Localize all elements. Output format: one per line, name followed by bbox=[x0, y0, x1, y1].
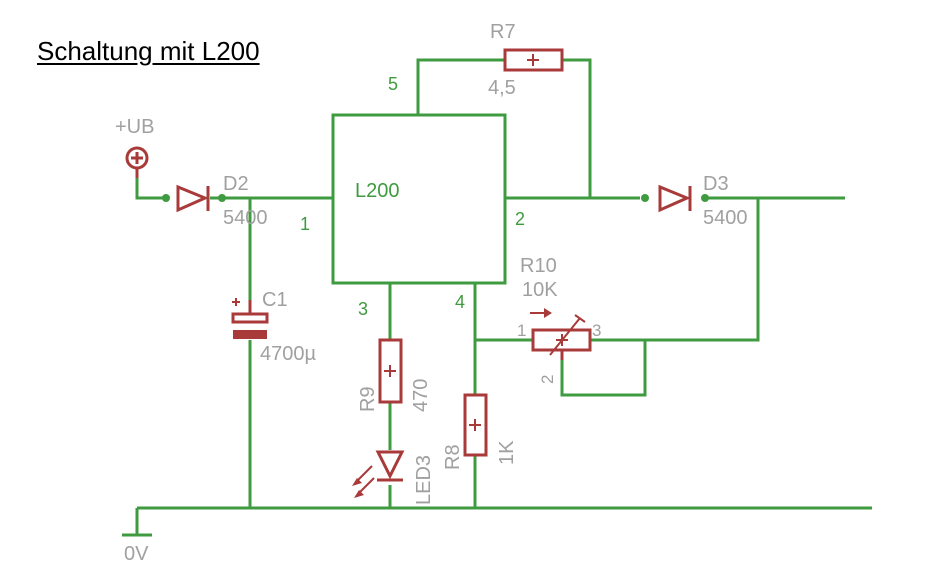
ic-name: L200 bbox=[355, 180, 400, 202]
ic-pin-2: 2 bbox=[515, 209, 525, 229]
potentiometer-r10: R10 10K 1 2 3 bbox=[517, 255, 601, 384]
resistor-r7: R7 4,5 bbox=[488, 21, 564, 99]
led-led3: LED3 bbox=[352, 450, 435, 505]
c1-name: C1 bbox=[262, 289, 288, 311]
ic-pin-4: 4 bbox=[455, 292, 465, 312]
resistor-r9: R9 470 bbox=[357, 338, 432, 412]
r10-pin-1: 1 bbox=[517, 321, 526, 340]
r9-value: 470 bbox=[410, 379, 432, 412]
led3-name: LED3 bbox=[413, 455, 435, 505]
wires bbox=[122, 58, 872, 537]
ic-pin-3: 3 bbox=[358, 299, 368, 319]
r8-value: 1K bbox=[496, 440, 518, 465]
d2-value: 5400 bbox=[223, 207, 268, 229]
r8-name: R8 bbox=[442, 444, 464, 470]
ic-pin-1: 1 bbox=[300, 214, 310, 234]
c1-value: 4700µ bbox=[260, 343, 316, 365]
r9-name: R9 bbox=[357, 386, 379, 412]
ground-0v: 0V bbox=[124, 543, 149, 565]
d3-name: D3 bbox=[703, 173, 729, 195]
r10-value: 10K bbox=[522, 279, 558, 301]
r7-name: R7 bbox=[490, 21, 516, 43]
ground-label: 0V bbox=[124, 543, 149, 565]
d3-value: 5400 bbox=[703, 207, 748, 229]
ic-l200: L200 1 2 3 4 5 bbox=[300, 74, 525, 319]
r7-value: 4,5 bbox=[488, 77, 516, 99]
r10-pin-3: 3 bbox=[592, 321, 601, 340]
diode-d2: D2 5400 bbox=[176, 173, 268, 229]
diode-d3: D3 5400 bbox=[658, 173, 748, 229]
ic-pin-5: 5 bbox=[388, 74, 398, 94]
junction-dots bbox=[162, 194, 709, 202]
r10-pin-2: 2 bbox=[538, 375, 557, 384]
d2-name: D2 bbox=[223, 173, 249, 195]
r10-name: R10 bbox=[520, 255, 557, 277]
schematic-title: Schaltung mit L200 bbox=[37, 36, 260, 66]
supply-label: +UB bbox=[115, 116, 154, 138]
resistor-r8: R8 1K bbox=[442, 393, 518, 470]
capacitor-c1: C1 4700µ bbox=[231, 289, 316, 365]
supply-plus-ub: +UB bbox=[115, 116, 154, 178]
